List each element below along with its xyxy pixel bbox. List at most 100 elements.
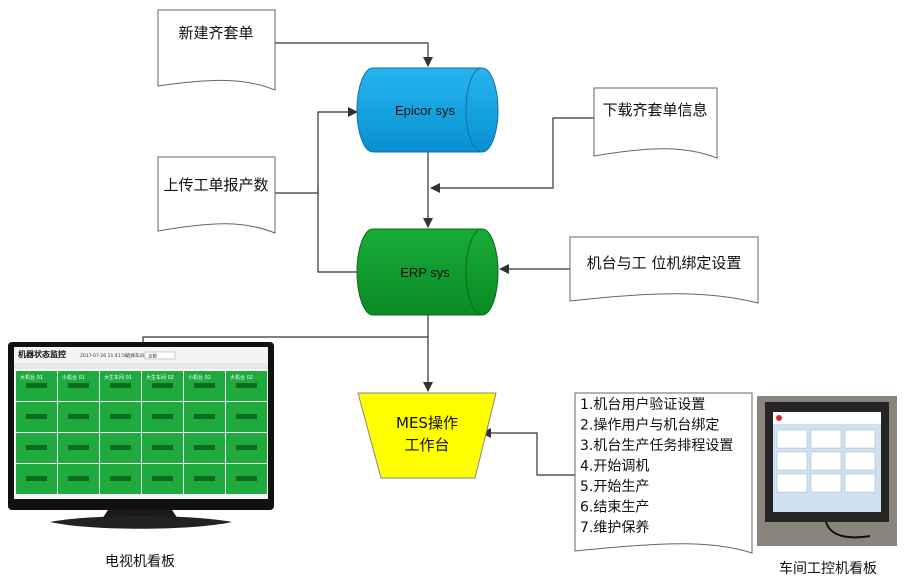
tv-status-bar [14, 363, 268, 369]
tv-tile-label: 大机台 01 [20, 374, 43, 381]
mes-function-item: 7.维护保养 [580, 520, 649, 536]
doc-download-kit-info: 下载齐套单信息 [593, 87, 718, 159]
tv-tile-status-bar [194, 445, 215, 450]
tv-filter-select [144, 351, 176, 360]
tv-tile-status-bar [194, 383, 215, 388]
tv-tile-status-bar [236, 476, 257, 481]
erp-system: ERP sys [356, 228, 499, 316]
tv-tile [16, 433, 57, 463]
epicor-label: Epicor sys [395, 103, 455, 118]
doc-download-kit-info-label: 下载齐套单信息 [602, 101, 707, 119]
tv-tile [184, 464, 225, 494]
tv-tile-status-bar [110, 414, 131, 419]
tv-tile-status-bar [236, 383, 257, 388]
tv-tile [142, 433, 183, 463]
tv-tile [226, 464, 267, 494]
tv-stand [50, 516, 232, 529]
mes-function-item: 1.机台用户验证设置 [580, 396, 705, 413]
tv-tile [226, 433, 267, 463]
tv-tile [184, 433, 225, 463]
doc-new-kit-order-label: 新建齐套单 [178, 24, 253, 42]
doc-upload-work-report: 上传工单报产数 [157, 156, 276, 234]
tv-tile-status-bar [110, 476, 131, 481]
doc-upload-work-report-label: 上传工单报产数 [163, 176, 268, 194]
tv-tile-label: 大机台 02 [230, 374, 253, 381]
doc-mes-function-list: 1.机台用户验证设置 2.操作用户与机台绑定 3.机台生产任务排程设置 4.开始调机 5… [574, 392, 753, 554]
tv-filter-label: 选择车间: [126, 352, 146, 359]
tv-board-caption: 电视机看板 [105, 554, 175, 570]
arrow-new-kit-to-epicor [275, 42, 433, 67]
mes-workbench: MES操作 工作台 [357, 392, 497, 479]
tv-tile: 小机台 02 [184, 371, 225, 401]
doc-machine-binding-label: 机台与工 位机绑定设置 [587, 254, 742, 272]
line-erp-feedback [317, 190, 362, 273]
tv-tile-status-bar [26, 383, 47, 388]
tv-tile [100, 402, 141, 432]
tv-tile-status-bar [68, 414, 89, 419]
epicor-system: Epicor sys [356, 67, 499, 153]
panel-screen-tiles [776, 429, 876, 493]
tv-tile-status-bar [110, 383, 131, 388]
tv-tile [58, 402, 99, 432]
tv-tile-label: 大生车间 02 [146, 374, 174, 381]
mes-function-item: 3.机台生产任务排程设置 [580, 438, 733, 454]
mes-function-item: 4.开始调机 [580, 459, 649, 475]
panel-screen-header [773, 412, 881, 424]
tv-tile-status-bar [26, 445, 47, 450]
mes-label-line1: MES操作 [396, 414, 458, 432]
tv-tile-status-bar [68, 476, 89, 481]
tv-tile [58, 433, 99, 463]
doc-machine-binding: 机台与工 位机绑定设置 [569, 236, 759, 304]
tv-tile-label: 小机台 01 [62, 374, 85, 381]
panel-cable [825, 521, 871, 539]
tv-filter-value: 全部 [148, 353, 157, 360]
panel-board: 车间工控机看板 [757, 396, 897, 577]
tv-screen-title: 机器状态监控 [18, 349, 66, 359]
tv-tile [16, 402, 57, 432]
tv-datetime: 2017-07-26 11:41:56 [80, 353, 128, 359]
panel-logo-icon [776, 415, 782, 421]
tv-tile-status-bar [110, 445, 131, 450]
tv-tile: 小机台 01 [58, 371, 99, 401]
tv-tile-label: 大生车间 01 [104, 374, 132, 381]
tv-tile: 大生车间 01 [100, 371, 141, 401]
tv-tile [58, 464, 99, 494]
mes-function-item: 5.开始生产 [580, 479, 649, 495]
tv-tile [16, 464, 57, 494]
tv-tile-status-bar [26, 414, 47, 419]
tv-tile [142, 402, 183, 432]
tv-tile [226, 402, 267, 432]
arrow-panel-to-mes [481, 428, 575, 476]
tv-tile-label: 小机台 02 [188, 374, 211, 381]
erp-label: ERP sys [400, 265, 450, 280]
mes-function-item: 2.操作用户与机台绑定 [580, 417, 719, 434]
tv-tile-status-bar [26, 476, 47, 481]
arrow-upload-report [275, 107, 358, 194]
tv-tile-status-bar [236, 414, 257, 419]
tv-tile-status-bar [68, 445, 89, 450]
mes-function-list: 1.机台用户验证设置 2.操作用户与机台绑定 3.机台生产任务排程设置 4.开始调机 5… [580, 396, 733, 536]
tv-tile-status-bar [194, 476, 215, 481]
tv-tile-status-bar [194, 414, 215, 419]
tv-tile [100, 433, 141, 463]
mes-label-line2: 工作台 [404, 436, 449, 454]
tv-tile-status-bar [152, 445, 173, 450]
mes-function-item: 6.结束生产 [580, 500, 649, 516]
tv-tile-status-bar [152, 383, 173, 388]
tv-tile: 大机台 01 [16, 371, 57, 401]
tv-tile: 大生车间 02 [142, 371, 183, 401]
tv-tile-status-bar [152, 476, 173, 481]
tv-tile [100, 464, 141, 494]
tv-tile-grid: 大机台 01 小机台 01 大生车间 01 大生车间 02 小机台 02 大机台 02 [16, 371, 267, 494]
tv-tile: 大机台 02 [226, 371, 267, 401]
tv-tile [142, 464, 183, 494]
tv-board: 机器状态监控 2017-07-26 11:41:56 选择车间: 全部 大机台 … [8, 342, 274, 570]
doc-new-kit-order: 新建齐套单 [157, 9, 276, 91]
tv-tile-status-bar [68, 383, 89, 388]
tv-tile [184, 402, 225, 432]
tv-tile-status-bar [152, 414, 173, 419]
panel-board-caption: 车间工控机看板 [779, 560, 877, 577]
arrow-download-info [430, 117, 594, 193]
tv-tile-status-bar [236, 445, 257, 450]
